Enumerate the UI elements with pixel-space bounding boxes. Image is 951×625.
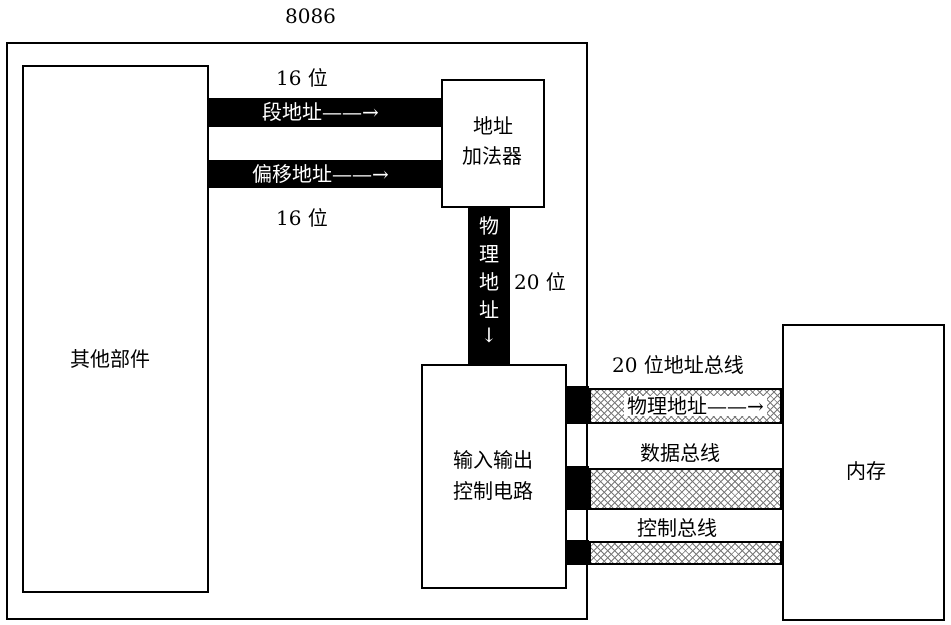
other-parts-label: 其他部件 — [70, 347, 150, 371]
adder-label-line2: 加法器 — [462, 144, 522, 168]
offset-address-bus — [209, 160, 442, 188]
memory-label: 内存 — [846, 459, 886, 483]
segment-address-bus — [209, 98, 442, 127]
physical-address-bus — [468, 208, 510, 365]
address-bus-stub — [567, 386, 589, 424]
data-bus-stub — [567, 466, 589, 510]
memory-block — [782, 324, 945, 621]
address-bus-title: 20 位地址总线 — [612, 353, 744, 377]
io-label-line1: 输入输出 — [453, 448, 533, 472]
address-adder-block — [441, 79, 545, 208]
io-label-line2: 控制电路 — [453, 479, 533, 503]
address-bus-label: 物理地址——→ — [624, 396, 767, 416]
control-bus-stub — [567, 540, 589, 565]
segment-bits-label: 16 位 — [276, 66, 328, 90]
control-bus-label: 控制总线 — [637, 516, 717, 540]
offset-address-text: 偏移地址——→ — [252, 162, 389, 186]
offset-bits-label: 16 位 — [276, 206, 328, 230]
physical-address-text: 物 理 地 址 ↓ — [479, 214, 499, 347]
adder-label-line1: 地址 — [473, 114, 513, 138]
physical-bits-label: 20 位 — [514, 270, 566, 294]
segment-address-text: 段地址——→ — [262, 100, 379, 124]
other-parts-block — [22, 65, 209, 593]
control-bus — [589, 541, 782, 565]
data-bus-label: 数据总线 — [640, 441, 720, 465]
data-bus — [589, 468, 782, 510]
io-control-block — [421, 364, 567, 589]
chip-title: 8086 — [285, 4, 336, 28]
